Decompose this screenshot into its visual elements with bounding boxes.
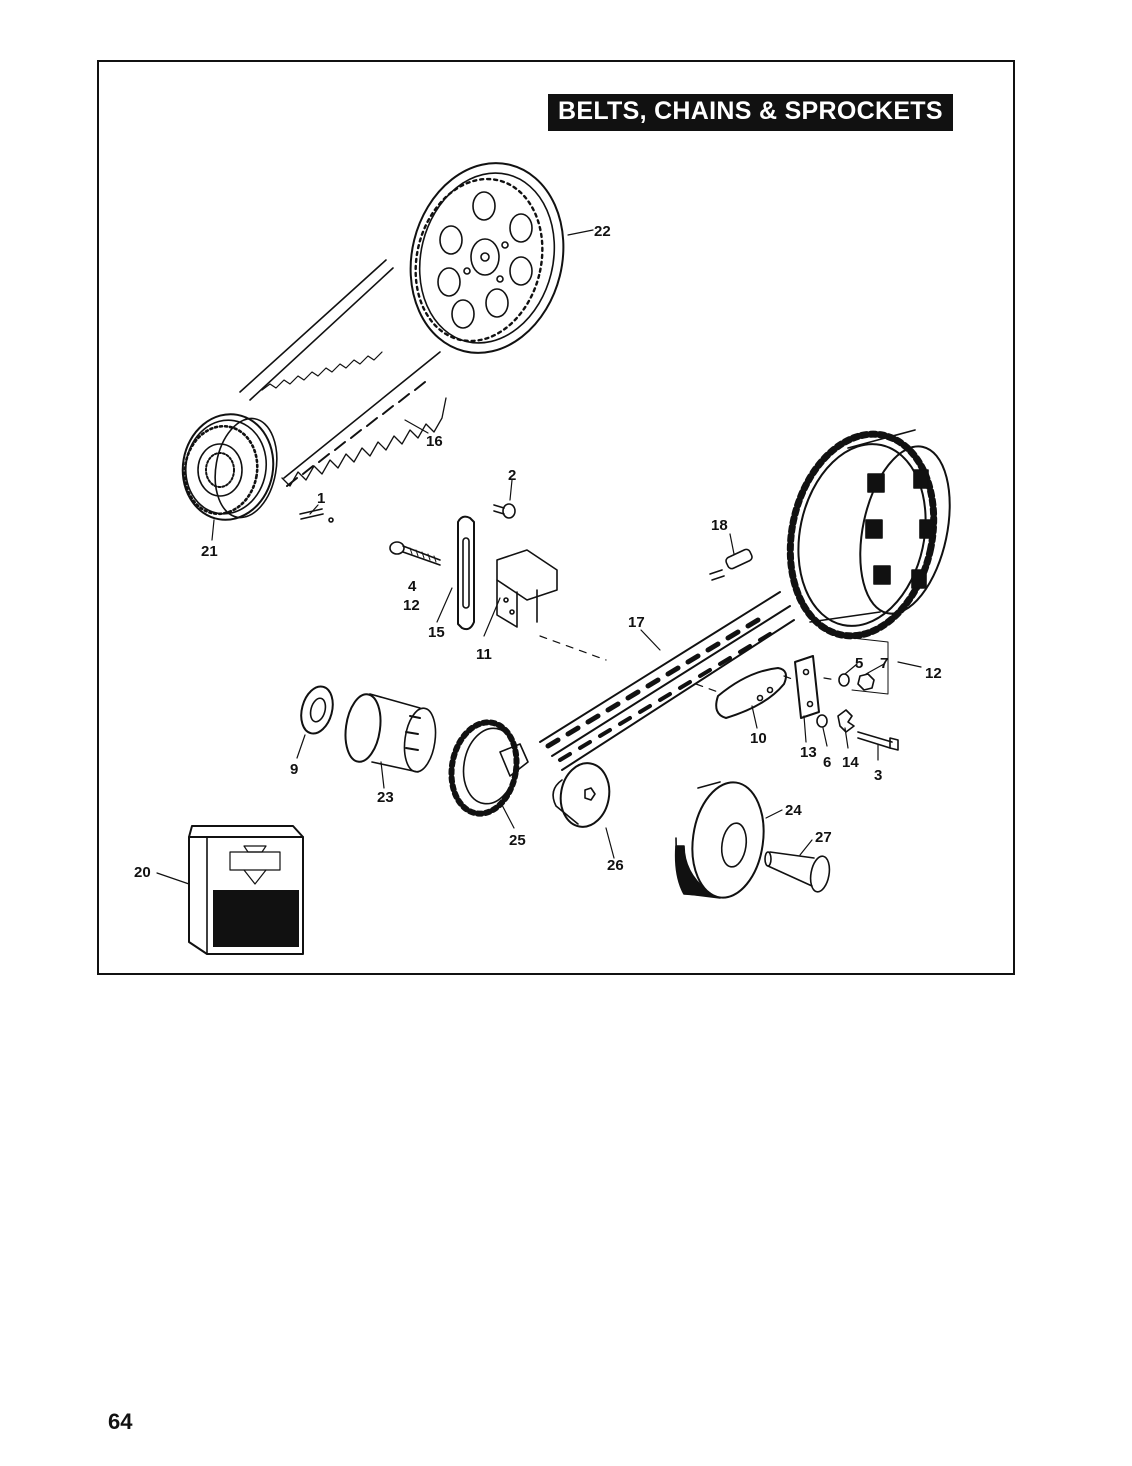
small-hardware (816, 673, 899, 751)
callout-22: 22 (594, 223, 611, 240)
parts-box (188, 825, 304, 955)
callout-7: 7 (880, 655, 888, 672)
callout-18: 18 (711, 517, 728, 534)
bolt (389, 541, 441, 566)
compensating-sprocket (448, 719, 529, 817)
pin (299, 508, 334, 523)
alignment-lines (539, 635, 837, 693)
callout-14: 14 (842, 754, 859, 771)
callout-21: 21 (201, 543, 218, 560)
callout-6: 6 (823, 754, 831, 771)
primary-chain (539, 591, 795, 771)
callout-10: 10 (750, 730, 767, 747)
tensioner-plate (794, 655, 820, 719)
callout-23: 23 (377, 789, 394, 806)
rear-belt-pulley (409, 162, 565, 354)
tensioner-shoe (715, 667, 787, 719)
callout-12-right: 12 (925, 665, 942, 682)
sprocket-hub (344, 693, 437, 773)
callout-27: 27 (815, 829, 832, 846)
callout-5: 5 (855, 655, 863, 672)
adjuster-plate (457, 515, 475, 631)
exploded-parts-diagram: 22 16 21 1 2 18 4 12 15 11 17 5 7 12 10 … (134, 162, 951, 955)
callout-16: 16 (426, 433, 443, 450)
callout-labels: 22 16 21 1 2 18 4 12 15 11 17 5 7 12 10 … (134, 223, 942, 881)
clutch-sprocket (786, 429, 951, 640)
transmission-pulley (181, 413, 278, 521)
diagram-frame (97, 60, 1015, 975)
section-title: BELTS, CHAINS & SPROCKETS (548, 94, 953, 131)
drive-belt (239, 259, 447, 487)
callout-3: 3 (874, 767, 882, 784)
callout-24: 24 (785, 802, 802, 819)
clutch-bolt (764, 851, 831, 893)
page-number: 64 (108, 1409, 133, 1434)
spacer-washer (300, 685, 334, 735)
callout-15: 15 (428, 624, 445, 641)
leader-lines (156, 229, 922, 885)
callout-20: 20 (134, 864, 151, 881)
callout-1: 1 (317, 490, 325, 507)
callout-4: 4 (408, 578, 417, 595)
callout-11: 11 (476, 646, 492, 663)
callout-2: 2 (508, 467, 516, 484)
sprocket-cover (552, 762, 611, 828)
screw (493, 503, 516, 519)
callout-17: 17 (628, 614, 645, 631)
callout-12-left: 12 (403, 597, 420, 614)
mounting-bracket (496, 549, 558, 628)
clutch-drum (674, 781, 765, 899)
callout-13: 13 (800, 744, 817, 761)
master-link (709, 548, 753, 581)
callout-25: 25 (509, 832, 526, 849)
callout-9: 9 (290, 761, 298, 778)
callout-26: 26 (607, 857, 624, 874)
